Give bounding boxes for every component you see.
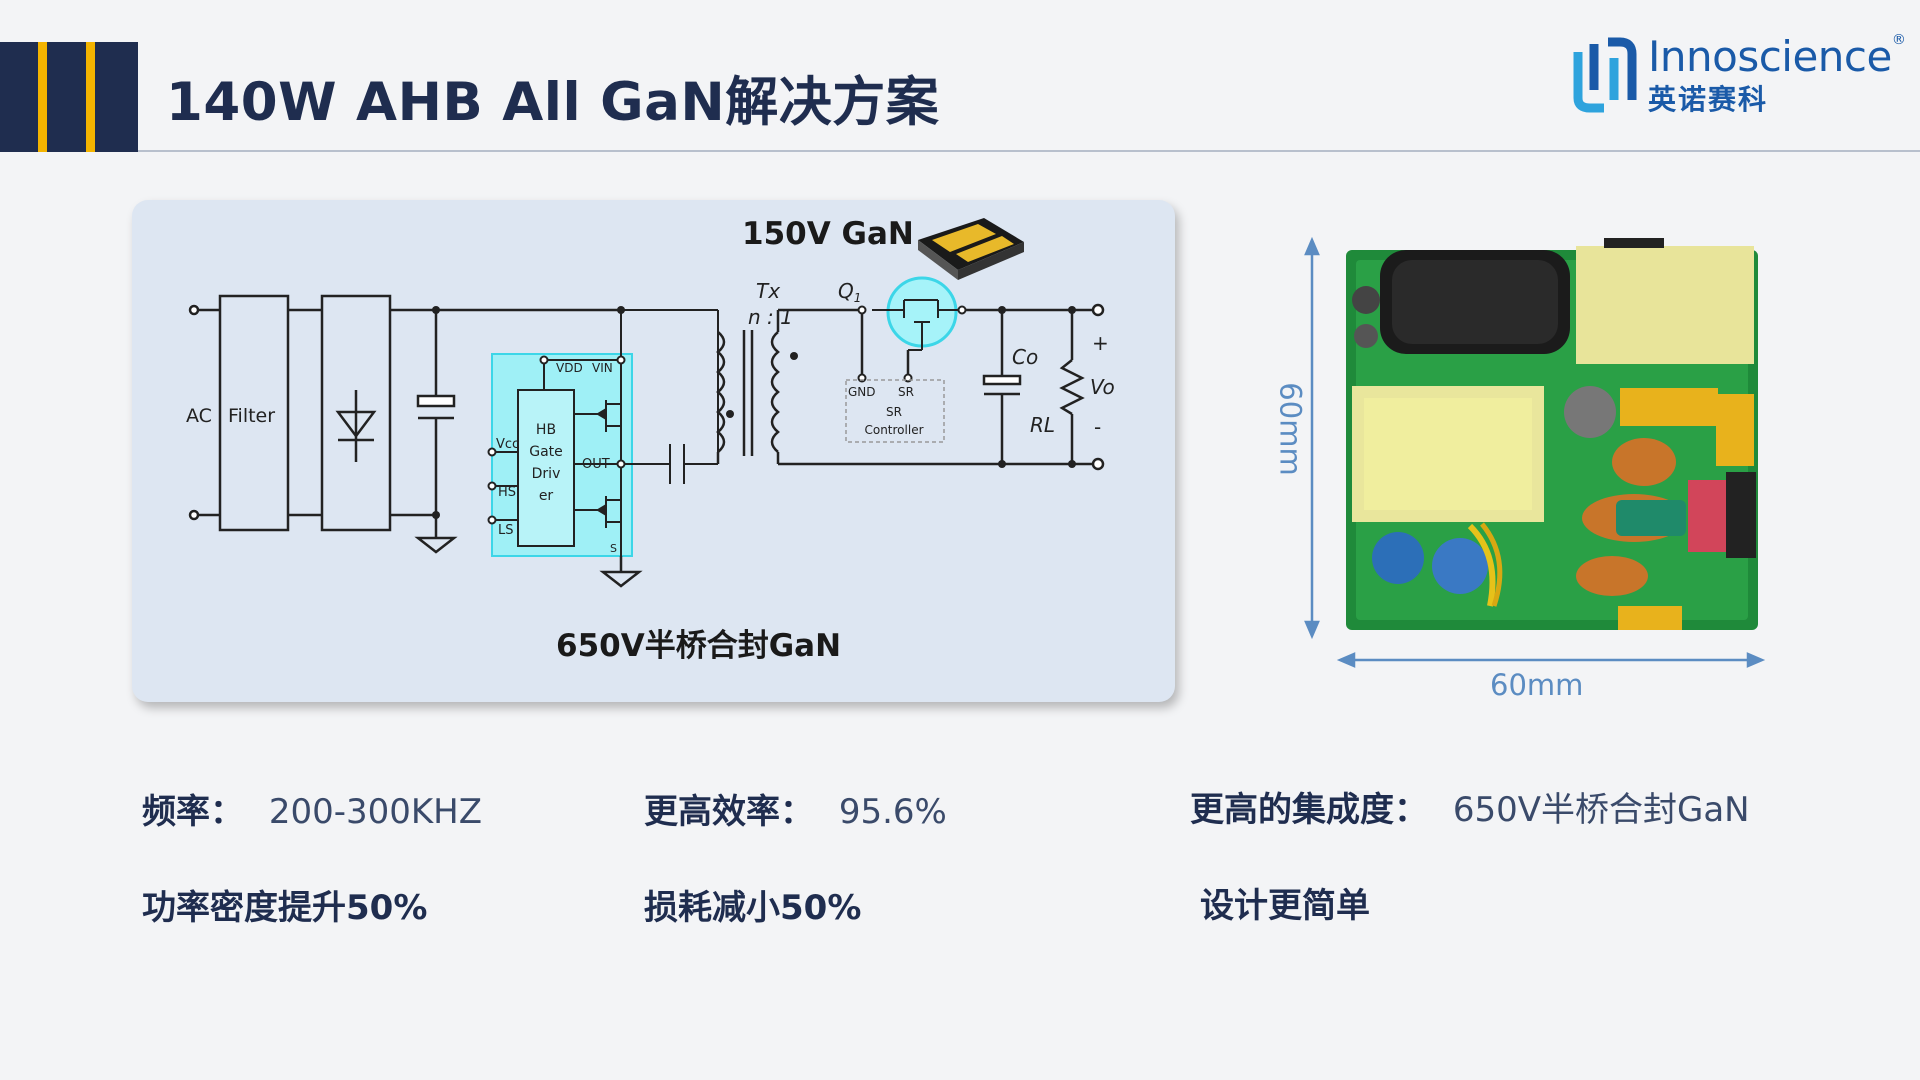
spec-frequency-value: 200-300KHZ (268, 792, 483, 832)
plus-label: + (1092, 331, 1109, 355)
ratio-label: n : 1 (748, 305, 793, 329)
gate-driver-ic (517, 389, 575, 547)
pcb-photo: 60mm 60mm (1270, 236, 1770, 716)
pin-vin: VIN (592, 361, 613, 375)
spec-power-density: 功率密度提升50% (142, 888, 428, 928)
driver-line-2: Gate (529, 444, 563, 460)
pin-hs: HS (498, 485, 516, 500)
slide-title: 140W AHB All GaN解决方案 (166, 72, 940, 133)
spec-loss-reduction: 损耗减小50% (644, 888, 862, 928)
spec-integration-value: 650V半桥合封GaN (1452, 790, 1750, 830)
header-accent-block (0, 42, 138, 152)
pin-s: S (610, 542, 617, 555)
sr-gnd-label: GND (848, 385, 876, 399)
driver-line-3: Driv (532, 466, 561, 482)
pin-vcc: Vcc (496, 437, 519, 452)
pcb-board-illustration (1304, 236, 1766, 668)
gan-chip-icon (918, 218, 1024, 280)
minus-label: - (1094, 415, 1101, 439)
rl-label: RL (1030, 413, 1055, 437)
innoscience-logo: Innoscience® 英诺赛科 (1570, 32, 1906, 116)
circuit-diagram-card: AC Filter HB Gate Driv er VDD VIN Vcc HS… (132, 200, 1175, 702)
driver-line-4: er (539, 488, 554, 504)
pin-ls: LS (498, 523, 514, 538)
filter-block (218, 294, 290, 532)
spec-simpler-design: 设计更简单 (1200, 886, 1370, 926)
q1-label: Q1 (838, 279, 861, 305)
spec-efficiency-value: 95.6% (838, 792, 947, 832)
pin-vdd: VDD (556, 361, 583, 375)
spec-frequency-label: 频率： (142, 792, 244, 832)
accent-bar-2 (86, 42, 95, 152)
pin-out: OUT (582, 457, 610, 472)
logo-chinese-name: 英诺赛科 (1648, 83, 1769, 116)
filter-label: Filter (228, 405, 275, 427)
sr-title-2: Controller (864, 423, 923, 437)
gan-150v-label: 150V GaN (742, 216, 914, 252)
gan-650v-label: 650V半桥合封GaN (556, 628, 842, 664)
logo-mark-icon (1573, 37, 1637, 113)
driver-line-1: HB (536, 422, 556, 438)
sr-title-1: SR (886, 405, 902, 419)
spec-efficiency: 更高效率： 95.6% (644, 784, 947, 833)
tx-label: Tx (756, 279, 780, 303)
spec-integration: 更高的集成度： 650V半桥合封GaN (1190, 782, 1750, 831)
rectifier-block (320, 294, 392, 532)
co-label: Co (1012, 345, 1038, 369)
sr-controller-box (845, 379, 945, 443)
ac-label: AC (186, 405, 212, 427)
spec-integration-label: 更高的集成度： (1190, 790, 1428, 830)
sr-pin-label: SR (898, 385, 914, 399)
vo-label: Vo (1090, 375, 1115, 399)
spec-efficiency-label: 更高效率： (644, 792, 814, 832)
accent-bar-1 (38, 42, 47, 152)
circuit-schematic: AC Filter HB Gate Driv er VDD VIN Vcc HS… (186, 218, 1115, 588)
pcb-height-label: 60mm (1273, 382, 1308, 476)
logo-name: Innoscience® (1648, 32, 1906, 81)
header-divider (138, 150, 1920, 152)
spec-frequency: 频率： 200-300KHZ (142, 784, 482, 833)
pcb-width-label: 60mm (1490, 668, 1584, 702)
